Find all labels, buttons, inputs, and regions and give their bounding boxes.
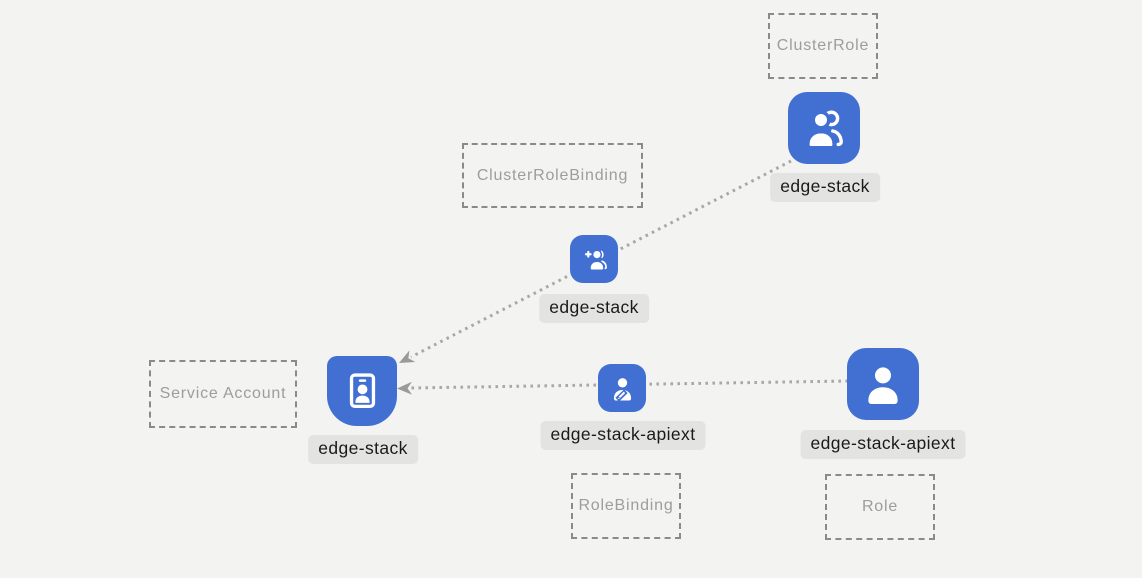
node-clusterrole-edge-stack[interactable] <box>788 92 860 164</box>
edge-clusterrole-to-serviceaccount <box>410 159 792 359</box>
node-label-role-edge-stack-apiext: edge-stack-apiext <box>800 430 966 459</box>
user-icon <box>868 367 898 404</box>
type-box-serviceaccount-label: Service Account <box>159 385 287 402</box>
id-badge-icon <box>349 372 375 408</box>
user-plus-icon <box>584 248 607 271</box>
node-label-serviceaccount-edge-stack: edge-stack <box>308 435 418 464</box>
type-box-clusterrolebinding: ClusterRoleBinding <box>462 143 643 208</box>
type-box-clusterrolebinding-label: ClusterRoleBinding <box>476 166 629 184</box>
node-label-clusterrolebinding-edge-stack: edge-stack <box>539 294 649 323</box>
user-edit-icon <box>613 377 631 401</box>
node-clusterrolebinding-edge-stack[interactable] <box>570 235 618 283</box>
type-box-rolebinding-label: RoleBinding <box>578 497 674 514</box>
type-box-role-label: Role <box>861 498 899 515</box>
users-icon <box>806 110 843 150</box>
node-serviceaccount-edge-stack[interactable] <box>327 356 397 426</box>
type-box-clusterrole-label: ClusterRole <box>776 37 870 54</box>
node-rolebinding-edge-stack-apiext[interactable] <box>598 364 646 412</box>
node-label-rolebinding-edge-stack-apiext: edge-stack-apiext <box>540 421 706 450</box>
node-label-clusterrole-edge-stack: edge-stack <box>770 173 880 202</box>
type-box-role: Role <box>825 474 935 540</box>
arrowhead-role-to-serviceaccount-icon <box>397 381 413 395</box>
arrowhead-clusterrole-to-serviceaccount-icon <box>399 350 416 363</box>
type-box-clusterrole: ClusterRole <box>768 13 878 79</box>
node-role-edge-stack-apiext[interactable] <box>847 348 919 420</box>
type-box-rolebinding: RoleBinding <box>571 473 681 539</box>
type-box-serviceaccount: Service Account <box>149 360 297 428</box>
